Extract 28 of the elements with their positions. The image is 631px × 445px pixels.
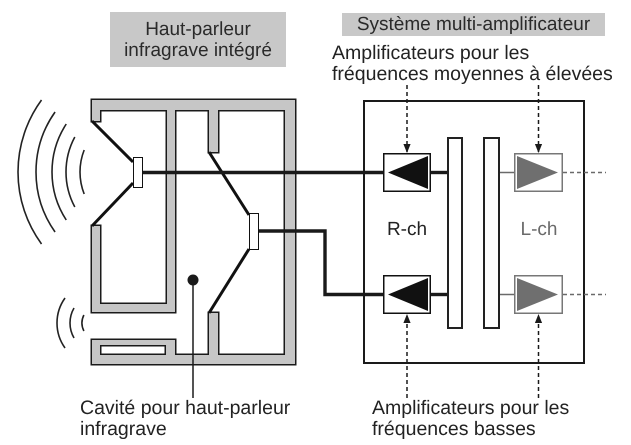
leader-arrow xyxy=(534,314,542,398)
signal-wire xyxy=(259,229,383,296)
vertical-bar xyxy=(483,137,500,329)
channel-label: R-ch xyxy=(386,219,428,241)
annotation-label: Amplificateurs pour les fréquences moyennes à élevées xyxy=(332,43,630,85)
signal-wire xyxy=(431,170,447,174)
amplifier-symbol xyxy=(514,153,563,192)
leader-arrow xyxy=(403,85,411,153)
speaker-driver xyxy=(249,213,259,250)
signal-wire xyxy=(563,172,606,174)
signal-wire xyxy=(500,294,514,296)
annotation-label: Amplificateurs pour les fréquences basses xyxy=(372,398,590,440)
signal-wire xyxy=(143,170,383,174)
channel-label: L-ch xyxy=(520,219,558,241)
amplifier-symbol xyxy=(383,275,431,314)
annotation-label: Cavité pour haut-parleur infragrave xyxy=(80,398,310,440)
signal-wire xyxy=(431,292,447,296)
vertical-bar xyxy=(447,137,463,329)
section-heading: Haut-parleur infragrave intégré xyxy=(110,12,286,67)
speaker-driver xyxy=(133,157,143,188)
signal-wire xyxy=(500,172,514,174)
section-heading: Système multi-amplificateur xyxy=(342,13,605,36)
leader-line xyxy=(188,274,198,398)
amplifier-symbol xyxy=(383,153,431,192)
leader-arrow xyxy=(403,314,411,398)
signal-wire xyxy=(563,294,606,296)
amplifier-symbol xyxy=(514,275,563,314)
leader-arrow xyxy=(534,85,542,153)
